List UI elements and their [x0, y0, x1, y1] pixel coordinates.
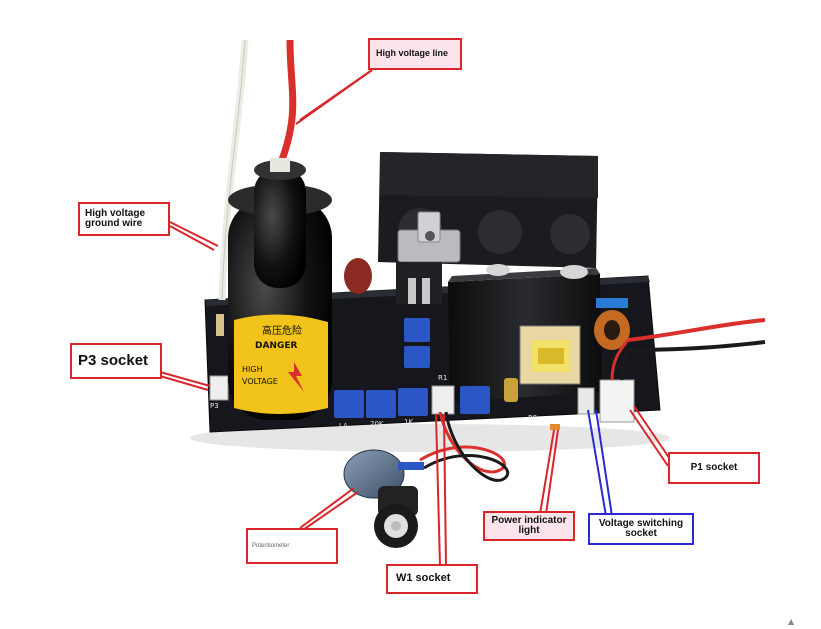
lightning-bolt-icon — [288, 362, 304, 392]
label-p1-socket: P1 socket — [668, 452, 760, 484]
potentiometer-device — [343, 449, 424, 548]
silk-la: LA — [339, 422, 348, 430]
callout-leaders-blue — [587, 409, 613, 517]
label-high-voltage-ground-wire: High voltage ground wire — [78, 202, 170, 236]
label-high-voltage-line: High voltage line — [368, 38, 462, 70]
silk-1k: 1K — [404, 418, 413, 426]
silk-20k: 20K — [370, 420, 384, 428]
high-voltage-red-wire — [278, 39, 297, 162]
label-potentiometer: Potentiometer — [246, 528, 338, 564]
hv-danger-label: 高压危险 DANGER HIGH VOLTAGE — [234, 314, 328, 414]
sockets — [209, 375, 635, 423]
voltage-text: VOLTAGE — [242, 377, 278, 386]
yellow-transformer — [519, 325, 581, 385]
corner-mark: ▲ — [788, 617, 795, 626]
toroid-inductor — [594, 298, 630, 350]
board-shadow — [190, 424, 670, 452]
warning-cn-text: 高压危险 — [262, 324, 302, 337]
power-led — [550, 424, 560, 430]
callout-leaders — [159, 69, 673, 567]
silk-r5: R5 — [528, 414, 537, 422]
label-power-indicator-light: Power indicator light — [483, 511, 575, 541]
danger-text: DANGER — [255, 341, 298, 351]
p1-black-wire — [627, 340, 766, 352]
label-voltage-switching-socket: Voltage switching socket — [588, 513, 694, 545]
silk-p3: P3 — [210, 402, 219, 410]
p1-red-wire — [627, 318, 766, 342]
pot-red-wire — [419, 411, 506, 474]
pot-black-wire — [423, 411, 509, 482]
power-transistor — [396, 211, 461, 304]
silk-r1: R1 — [438, 374, 447, 382]
resistor — [216, 314, 224, 336]
film-capacitor — [344, 258, 372, 294]
label-p3-socket: P3 socket — [70, 343, 162, 379]
electrolytic-capacitors — [486, 264, 588, 402]
blue-trimpots — [334, 318, 490, 418]
label-w1-socket: W1 socket — [386, 564, 478, 594]
high-text: HIGH — [242, 365, 263, 374]
